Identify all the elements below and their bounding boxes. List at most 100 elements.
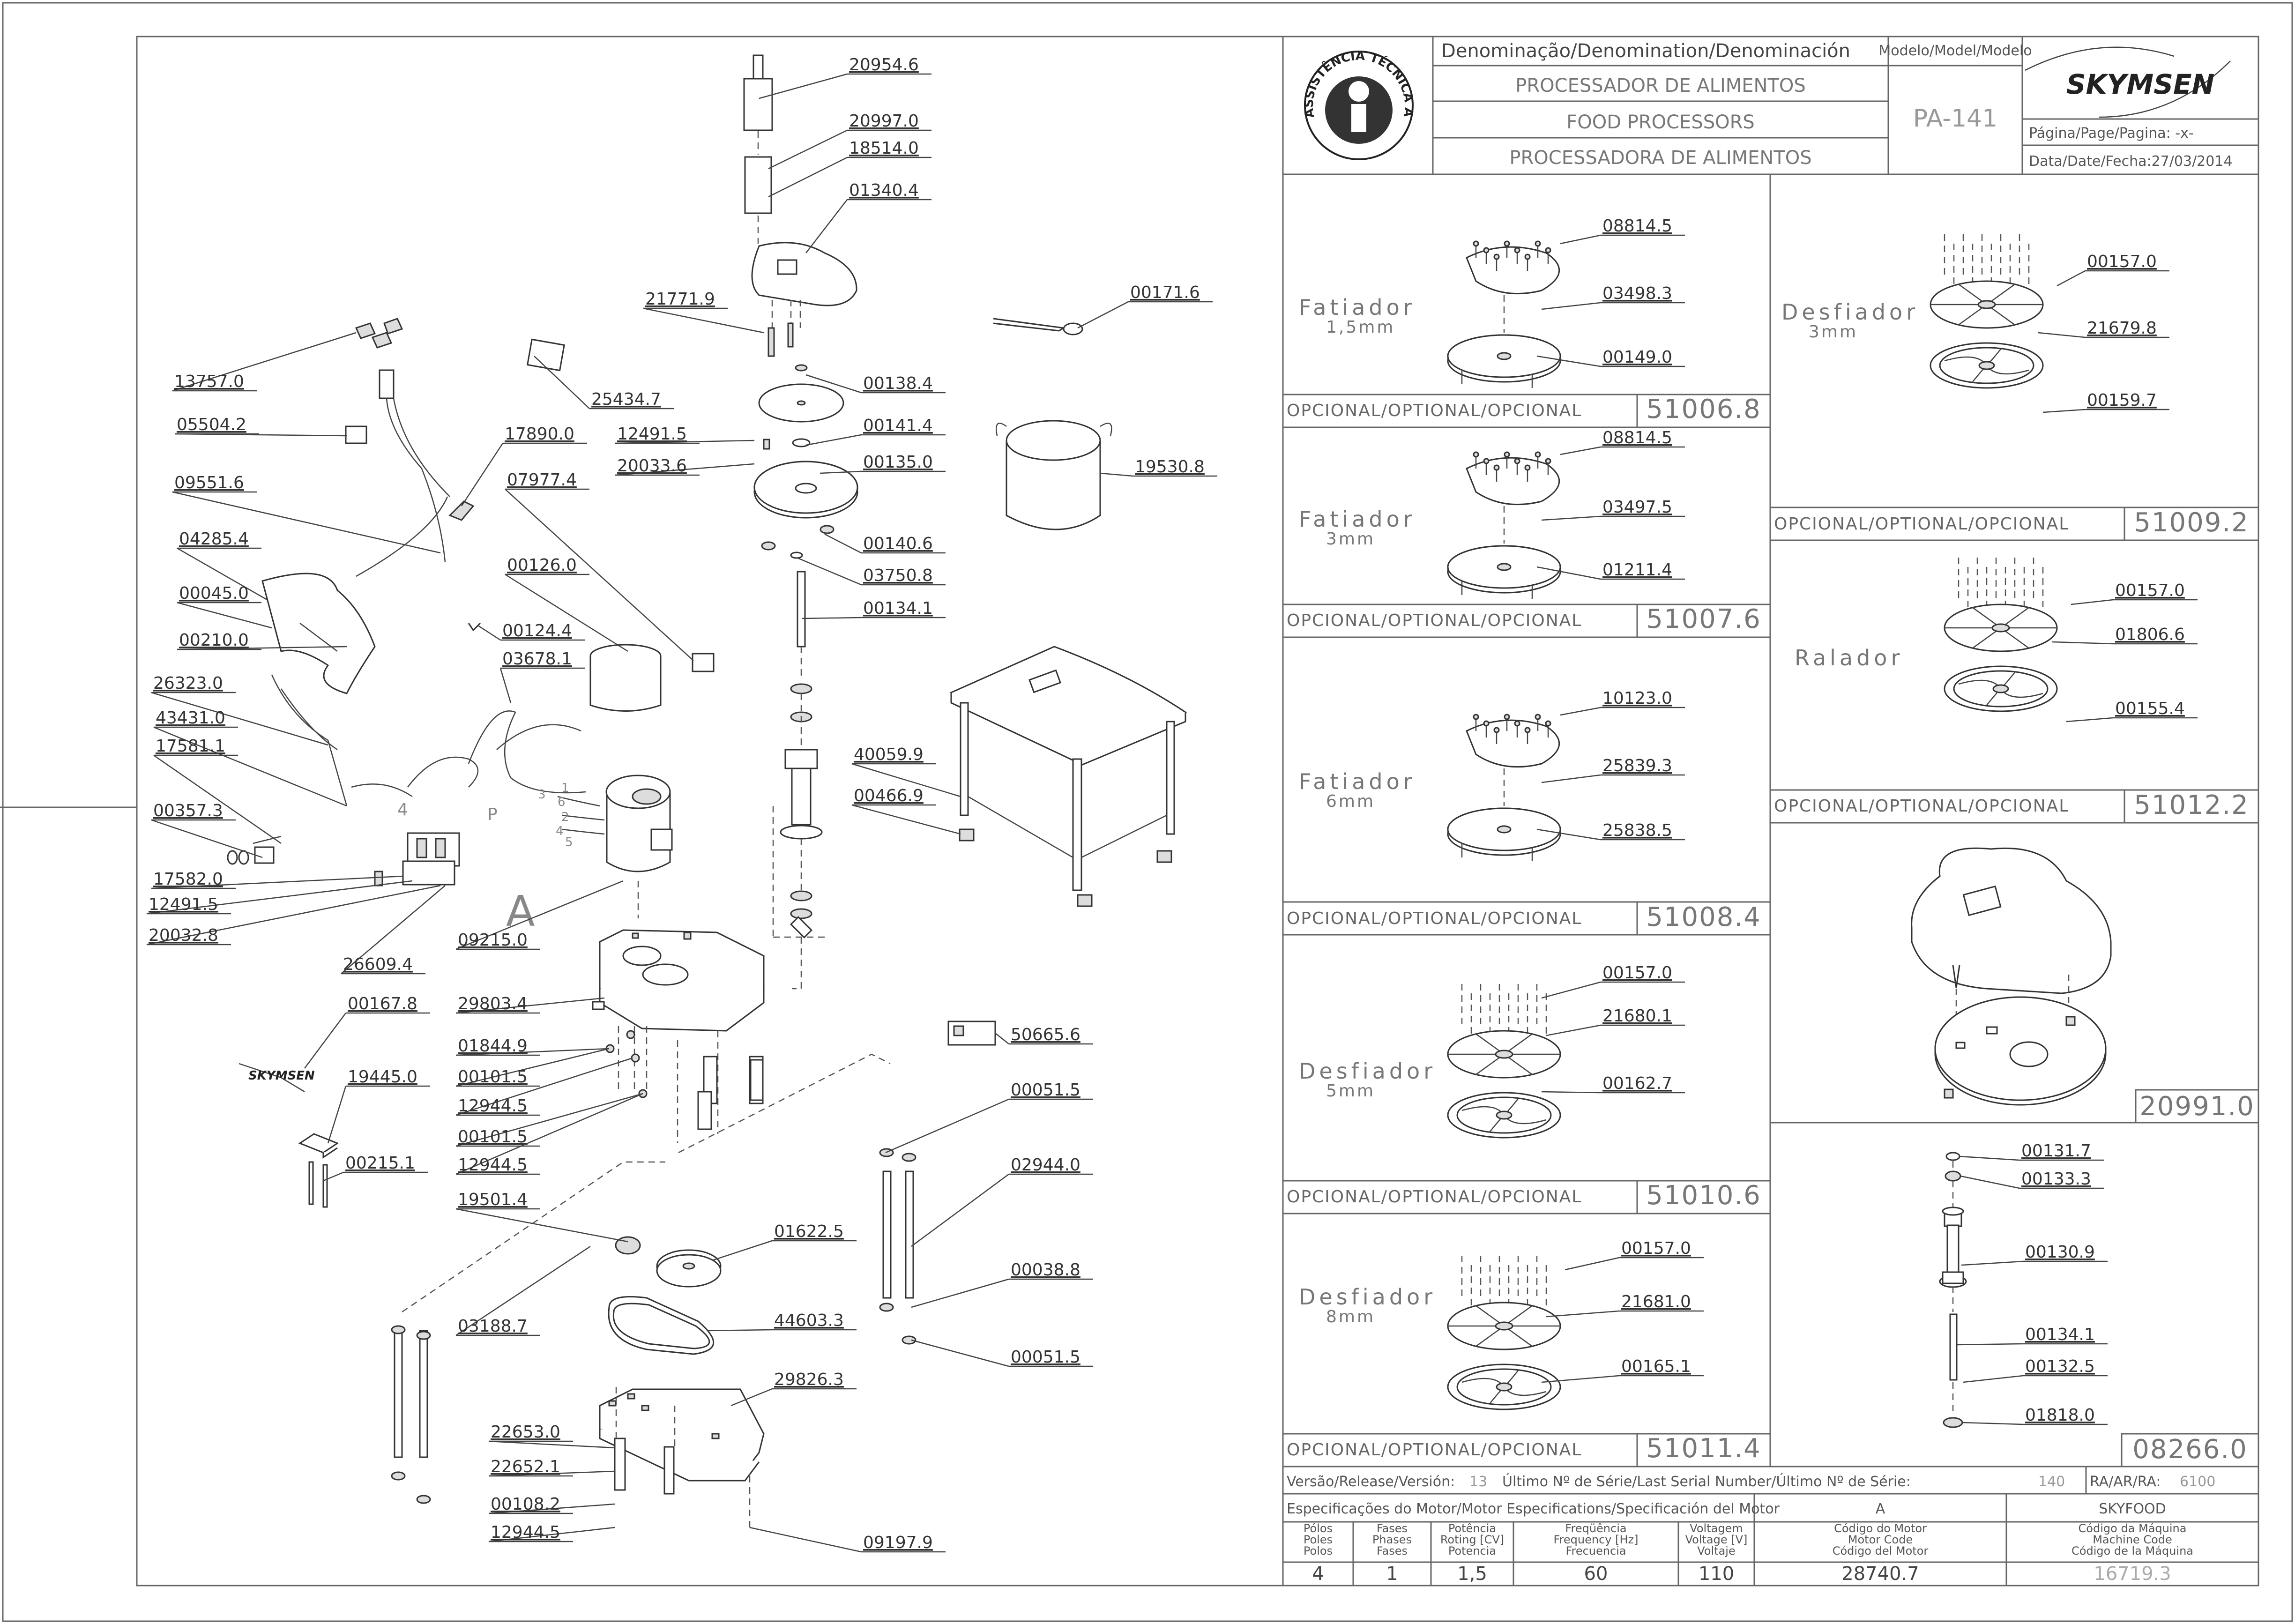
motor-wire-mark: 3: [538, 788, 546, 802]
kit-part-callout: 10123.0: [1602, 689, 1672, 708]
svg-text:ASSISTÊNCIA TÉCNICA AUTORIZADA: ASSISTÊNCIA TÉCNICA AUTORIZADA: [0, 0, 1416, 119]
motor-spec-header: Potência: [1448, 1522, 1496, 1535]
motor-spec-header: Poles: [1304, 1533, 1333, 1546]
motor-spec-header: Roting [CV]: [1440, 1533, 1504, 1546]
ra-label: RA/AR/RA:: [2090, 1474, 2161, 1490]
part-callout: 20954.6: [849, 55, 919, 74]
part-callout: 50665.6: [1011, 1025, 1080, 1044]
part-callout: 29826.3: [774, 1370, 844, 1389]
part-callout: 26323.0: [153, 674, 223, 693]
shaft-part-callout: 00131.7: [2021, 1141, 2091, 1161]
motor-spec-header: Potencia: [1448, 1544, 1496, 1557]
part-callout: 12944.5: [491, 1523, 560, 1542]
motor-spec-label: Especificações do Motor/Motor Especifica…: [1287, 1501, 1780, 1517]
motor-wire-mark: P: [487, 805, 498, 824]
part-callout: 07977.4: [507, 470, 577, 490]
shaft-part-callout: 01818.0: [2025, 1406, 2095, 1425]
motor-spec-value: 4: [1312, 1563, 1324, 1585]
motor-spec-header: Machine Code: [2093, 1533, 2172, 1546]
part-callout: 12491.5: [617, 425, 687, 444]
part-callout: 00167.8: [348, 994, 417, 1013]
motor-wire-mark: 2: [561, 810, 569, 824]
part-callout: 09197.9: [863, 1533, 933, 1552]
kit-part-callout: 01211.4: [1602, 560, 1672, 580]
product-name-en: FOOD PROCESSORS: [1566, 112, 1755, 133]
kit-part-callout: 00157.0: [2087, 252, 2157, 271]
optional-label: OPCIONAL/OPTIONAL/OPCIONAL: [1287, 1187, 1582, 1207]
part-callout: 00134.1: [863, 599, 933, 618]
drawing-frame: [136, 36, 2259, 1587]
motor-spec-header: Código del Motor: [1833, 1544, 1929, 1557]
blade-plate: [1466, 457, 1560, 506]
part-callout: 13757.0: [174, 372, 244, 391]
part-callout: 01622.5: [774, 1222, 844, 1241]
skyfood-column: SKYFOOD: [2099, 1501, 2166, 1517]
page-label: Página/Page/Pagina: -x-: [2029, 125, 2194, 142]
optional-label: OPCIONAL/OPTIONAL/OPCIONAL: [1287, 1440, 1582, 1460]
motor-spec-header: Voltaje: [1697, 1544, 1735, 1557]
motor-spec-header: Pólos: [1304, 1522, 1333, 1535]
version-label: Versão/Release/Versión:: [1287, 1474, 1455, 1490]
part-callout: 00138.4: [863, 374, 933, 393]
kit-part-callout: 01806.6: [2115, 625, 2185, 644]
kit-part-callout: 08814.5: [1602, 216, 1672, 236]
motor-spec-value: 1,5: [1457, 1563, 1487, 1585]
motor-spec-value: 60: [1584, 1563, 1608, 1585]
kit-name: Fatiador: [1299, 507, 1416, 532]
shaft-part-callout: 00134.1: [2025, 1325, 2095, 1344]
kit-name: Ralador: [1795, 645, 1903, 670]
model-value: PA-141: [1913, 104, 1997, 133]
part-callout: 00140.6: [863, 534, 933, 553]
blade-plate: [1466, 246, 1560, 295]
motor-spec-value: 1: [1386, 1563, 1398, 1585]
model-label: Modelo/Model/Modelo: [1878, 43, 2032, 59]
motor-spec-header: Motor Code: [1848, 1533, 1913, 1546]
part-callout: 25434.7: [591, 390, 661, 409]
kit-name: Desfiador: [1299, 1284, 1436, 1310]
cover-drawing: [1911, 847, 2112, 1106]
blade-plate: [1466, 719, 1560, 768]
part-callout: 03750.8: [863, 566, 933, 585]
kit-part-callout: 03498.3: [1602, 284, 1672, 303]
kit-part-callout: 21680.1: [1602, 1006, 1672, 1026]
part-callout: 09551.6: [174, 473, 244, 492]
motor-spec-header: Código de la Máquina: [2071, 1544, 2193, 1557]
part-callout: 17582.0: [153, 870, 223, 889]
part-callout: 04285.4: [179, 529, 249, 549]
part-callout: 00038.8: [1011, 1260, 1080, 1280]
kit-part-callout: 00165.1: [1621, 1357, 1691, 1376]
motor-column-a: A: [1876, 1501, 1885, 1517]
part-callout: 00357.3: [153, 801, 223, 820]
brand-logo-text: SKYMSEN: [2066, 68, 2214, 100]
kit-name: Fatiador: [1299, 295, 1416, 320]
part-callout: 20032.8: [149, 926, 218, 945]
part-callout: 19530.8: [1135, 457, 1205, 477]
kit-size: 3mm: [1809, 322, 1858, 342]
part-callout: 43431.0: [156, 708, 225, 728]
part-callout: 40059.9: [854, 745, 924, 764]
motor-wire-mark: 1: [561, 781, 569, 795]
product-name-es: PROCESSADORA DE ALIMENTOS: [1509, 147, 1811, 169]
part-callout: 03188.7: [458, 1317, 528, 1336]
kit-size: 6mm: [1326, 792, 1375, 811]
part-callout: 02944.0: [1011, 1155, 1080, 1175]
shaft-kit-code: 08266.0: [2132, 1434, 2248, 1465]
motor-spec-header: Fases: [1377, 1544, 1408, 1557]
kit-part-callout: 00159.7: [2087, 391, 2157, 410]
part-callout: 26609.4: [343, 955, 413, 974]
cover-code: 20991.0: [2139, 1091, 2255, 1122]
motor-spec-value: 28740.7: [1841, 1563, 1919, 1585]
part-callout: 17581.1: [156, 737, 225, 756]
kit-part-callout: 03497.5: [1602, 498, 1672, 517]
kit-part-callout: 00157.0: [1602, 963, 1672, 983]
part-callout: 00135.0: [863, 453, 933, 472]
part-callout: 22653.0: [491, 1423, 560, 1442]
kit-size: 3mm: [1326, 529, 1375, 549]
optional-label: OPCIONAL/OPTIONAL/OPCIONAL: [1287, 611, 1582, 630]
kit-part-callout: 25839.3: [1602, 756, 1672, 775]
optional-label: OPCIONAL/OPTIONAL/OPCIONAL: [1774, 797, 2069, 816]
kit-code: 51008.4: [1646, 902, 1761, 932]
part-callout: 00171.6: [1130, 283, 1200, 302]
part-callout: 00141.4: [863, 416, 933, 435]
kit-size: 8mm: [1326, 1307, 1375, 1326]
